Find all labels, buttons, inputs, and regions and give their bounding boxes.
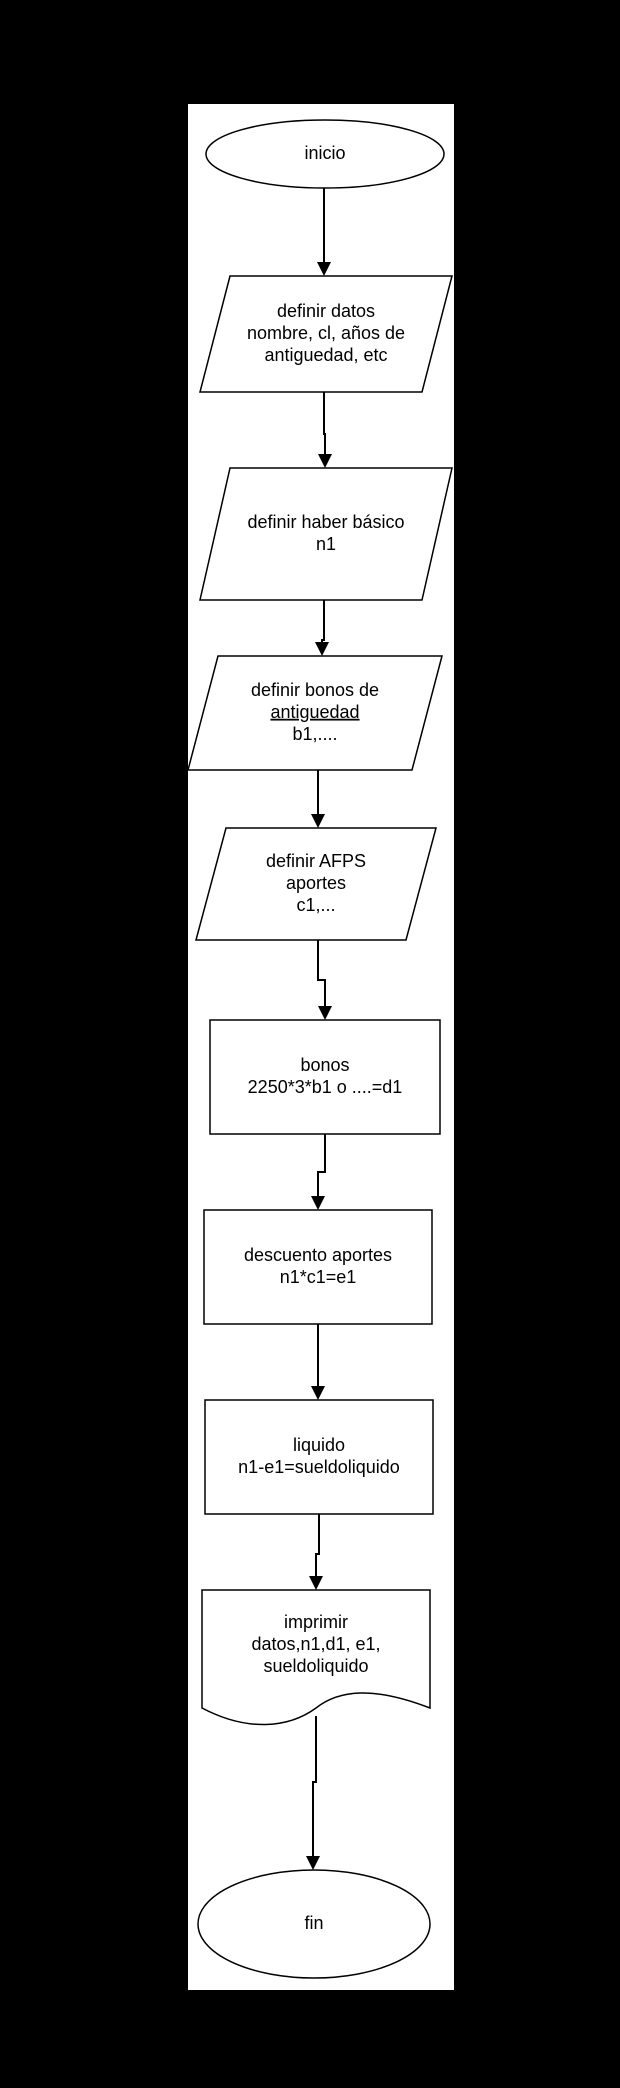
node-label-line: antiguedad (270, 702, 359, 722)
edge-line (323, 392, 326, 458)
node-label-line: inicio (304, 143, 345, 163)
edges-layer (306, 188, 332, 1870)
node-label-line: liquido (293, 1435, 345, 1455)
arrowhead-icon (306, 1856, 320, 1870)
process-shape (204, 1399, 434, 1515)
node-label-line: imprimir (284, 1612, 348, 1632)
node-label-line: c1,... (296, 895, 335, 915)
node-label-line: definir haber básico (247, 512, 404, 532)
edge-haber-to-bonos-antig (315, 600, 329, 656)
edge-bonos-antig-to-afps (311, 770, 325, 828)
node-label-line: aportes (286, 873, 346, 893)
input-shape (187, 655, 443, 771)
node-label-line: definir AFPS (266, 851, 366, 871)
node-bonos-antig: definir bonos deantiguedadb1,.... (187, 655, 443, 771)
input-shape (199, 275, 453, 393)
edge-descuento-to-liquido (311, 1324, 325, 1400)
edge-line (312, 1716, 317, 1860)
document-shape (201, 1589, 431, 1726)
edge-line (315, 1514, 320, 1580)
arrowhead-icon (311, 1196, 325, 1210)
node-label-line: fin (304, 1913, 323, 1933)
edge-line (317, 1134, 326, 1200)
edge-afps-to-bonos (317, 940, 332, 1020)
edge-bonos-to-descuento (311, 1134, 326, 1210)
node-label-line: datos,n1,d1, e1, (251, 1634, 380, 1654)
node-label-line: descuento aportes (244, 1245, 392, 1265)
input-shape (195, 827, 437, 941)
node-label-line: bonos (300, 1055, 349, 1075)
input-shape (199, 467, 453, 601)
node-label-line: 2250*3*b1 o ....=d1 (248, 1077, 403, 1097)
arrowhead-icon (311, 814, 325, 828)
node-label-line: antiguedad, etc (264, 345, 387, 365)
terminator-shape (197, 1869, 431, 1979)
edge-datos-to-haber (318, 392, 332, 468)
edge-imprimir-to-fin (306, 1716, 320, 1870)
process-shape (209, 1019, 441, 1135)
node-afps: definir AFPSaportesc1,... (195, 827, 437, 941)
node-label-line: definir datos (277, 301, 375, 321)
node-label-line: n1-e1=sueldoliquido (238, 1457, 400, 1477)
arrowhead-icon (318, 454, 332, 468)
node-inicio: inicio (205, 119, 445, 189)
arrowhead-icon (318, 1006, 332, 1020)
node-label-line: n1 (316, 534, 336, 554)
node-label-line: b1,.... (292, 724, 337, 744)
edge-inicio-to-datos (317, 188, 331, 276)
arrowhead-icon (309, 1576, 323, 1590)
arrowhead-icon (311, 1386, 325, 1400)
terminator-shape (205, 119, 445, 189)
edge-liquido-to-imprimir (309, 1514, 323, 1590)
node-label-line: sueldoliquido (263, 1656, 368, 1676)
arrowhead-icon (315, 642, 329, 656)
process-shape (203, 1209, 433, 1325)
node-label-line: definir bonos de (251, 680, 379, 700)
node-fin: fin (197, 1869, 431, 1979)
arrowhead-icon (317, 262, 331, 276)
edge-line (317, 940, 326, 1010)
node-label-line: n1*c1=e1 (280, 1267, 357, 1287)
node-label-line: nombre, cl, años de (247, 323, 405, 343)
